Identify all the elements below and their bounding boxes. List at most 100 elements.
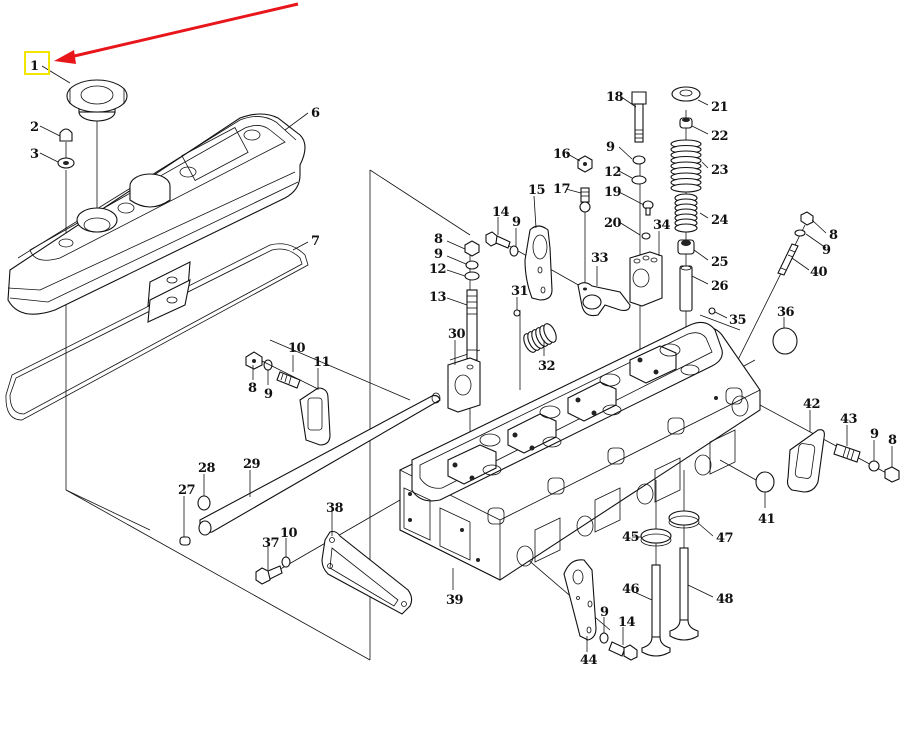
valve-guide-26[interactable] bbox=[679, 265, 693, 312]
nut-8-right-top[interactable] bbox=[800, 211, 814, 226]
callout-9: 9 bbox=[434, 247, 443, 262]
callout-30: 30 bbox=[448, 327, 466, 342]
cap-nut[interactable] bbox=[59, 128, 73, 142]
washer-9-top[interactable] bbox=[509, 245, 519, 257]
washer-9-bottom[interactable] bbox=[599, 632, 609, 644]
exhaust-valve-48[interactable] bbox=[669, 547, 699, 641]
red-arrow bbox=[69, 2, 299, 59]
outer-valve-spring-23[interactable] bbox=[670, 139, 702, 193]
stud-43[interactable] bbox=[833, 443, 861, 463]
expansion-plug-41[interactable] bbox=[755, 471, 775, 493]
washer-10-lower[interactable] bbox=[281, 556, 291, 568]
callout-10: 10 bbox=[280, 526, 298, 541]
oil-filler-cap[interactable] bbox=[66, 79, 128, 122]
spring-coil bbox=[543, 323, 557, 343]
callout-45: 45 bbox=[622, 530, 640, 545]
washer-20[interactable] bbox=[641, 232, 651, 240]
callout-8: 8 bbox=[888, 433, 897, 448]
lock-nut-16[interactable] bbox=[577, 155, 593, 173]
callout-26: 26 bbox=[711, 279, 729, 294]
callout-20: 20 bbox=[604, 216, 622, 231]
callout-9: 9 bbox=[512, 215, 521, 230]
spring-coil bbox=[674, 223, 698, 233]
callout-19: 19 bbox=[604, 185, 622, 200]
intake-valve-46[interactable] bbox=[641, 564, 671, 657]
callout-17: 17 bbox=[553, 182, 570, 197]
callout-8: 8 bbox=[434, 232, 443, 247]
inner-valve-spring-24[interactable] bbox=[674, 193, 698, 233]
callout-34: 34 bbox=[653, 218, 671, 233]
callout-41: 41 bbox=[758, 512, 775, 527]
callout-8: 8 bbox=[248, 381, 257, 396]
screw-19[interactable] bbox=[642, 200, 654, 216]
plug-35[interactable] bbox=[708, 307, 716, 315]
highlight-annotation bbox=[24, 2, 299, 75]
callout-9: 9 bbox=[600, 605, 609, 620]
callout-29: 29 bbox=[243, 457, 261, 472]
nut-left[interactable] bbox=[245, 351, 263, 370]
rocker-arm-33[interactable] bbox=[577, 282, 631, 317]
valve-collet-22[interactable] bbox=[679, 117, 693, 129]
valve-cover[interactable] bbox=[7, 113, 306, 315]
lifting-bracket-44[interactable] bbox=[563, 559, 597, 641]
intake-valve-seat-45[interactable] bbox=[640, 528, 672, 547]
callout-40: 40 bbox=[810, 265, 828, 280]
spring-coil bbox=[670, 183, 702, 193]
callout-23: 23 bbox=[711, 163, 729, 178]
callout-28: 28 bbox=[198, 461, 216, 476]
callout-36: 36 bbox=[777, 305, 795, 320]
plug-27[interactable] bbox=[179, 536, 191, 546]
callout-39: 39 bbox=[446, 593, 464, 608]
callout-46: 46 bbox=[622, 582, 640, 597]
bolt-14-bottom[interactable] bbox=[608, 641, 638, 661]
washer-9-exhaust[interactable] bbox=[868, 460, 880, 472]
callout-13: 13 bbox=[429, 290, 447, 305]
callout-8: 8 bbox=[829, 228, 838, 243]
callout-2: 2 bbox=[30, 120, 39, 135]
spring-retainer-21[interactable] bbox=[671, 86, 701, 102]
highlight-box bbox=[24, 51, 50, 75]
lifting-eye-15[interactable] bbox=[524, 225, 553, 301]
bolt-37[interactable] bbox=[255, 565, 283, 585]
callout-6: 6 bbox=[311, 106, 320, 121]
callout-27: 27 bbox=[178, 483, 195, 498]
washer-9-right[interactable] bbox=[632, 155, 646, 165]
rocker-support-30[interactable] bbox=[447, 357, 481, 413]
plug-31[interactable] bbox=[513, 309, 521, 317]
bolt-18[interactable] bbox=[631, 91, 647, 143]
callout-16: 16 bbox=[553, 147, 571, 162]
callout-9: 9 bbox=[264, 387, 273, 402]
callout-44: 44 bbox=[580, 653, 598, 668]
stud-40[interactable] bbox=[777, 243, 799, 276]
exhaust-gasket-42[interactable] bbox=[786, 429, 825, 493]
end-plate-gasket-38[interactable] bbox=[321, 530, 413, 615]
callout-15: 15 bbox=[528, 183, 546, 198]
exhaust-valve-seat-47[interactable] bbox=[668, 510, 700, 529]
stud-left[interactable] bbox=[276, 371, 301, 389]
adjusting-screw-17[interactable] bbox=[579, 187, 591, 213]
rocker-support-34[interactable] bbox=[629, 251, 663, 307]
valve-cover-gasket[interactable] bbox=[5, 243, 309, 421]
valve-stem-seal-25[interactable] bbox=[677, 239, 695, 255]
washer-9-right-top[interactable] bbox=[794, 229, 806, 237]
rocker-shaft-29[interactable] bbox=[198, 392, 441, 536]
washer-12-right[interactable] bbox=[631, 175, 647, 185]
expansion-plug-36[interactable] bbox=[772, 327, 798, 355]
callout-3: 3 bbox=[30, 147, 39, 162]
callout-43: 43 bbox=[840, 412, 858, 427]
cylinder-head-39[interactable] bbox=[399, 321, 761, 581]
sealing-washer[interactable] bbox=[57, 157, 75, 169]
callout-7: 7 bbox=[311, 234, 320, 249]
callout-33: 33 bbox=[591, 251, 609, 266]
nut-stack-8-9-12[interactable] bbox=[464, 240, 480, 281]
callout-9: 9 bbox=[606, 140, 615, 155]
bolt-14-top[interactable] bbox=[485, 231, 511, 249]
callout-18: 18 bbox=[606, 90, 624, 105]
callout-21: 21 bbox=[711, 100, 728, 115]
nut-8-exhaust[interactable] bbox=[884, 466, 900, 483]
stud-13[interactable] bbox=[466, 289, 478, 361]
rocker-spring-32[interactable] bbox=[521, 322, 559, 354]
gasket-left[interactable] bbox=[299, 387, 331, 446]
circlip-28[interactable] bbox=[197, 495, 211, 511]
